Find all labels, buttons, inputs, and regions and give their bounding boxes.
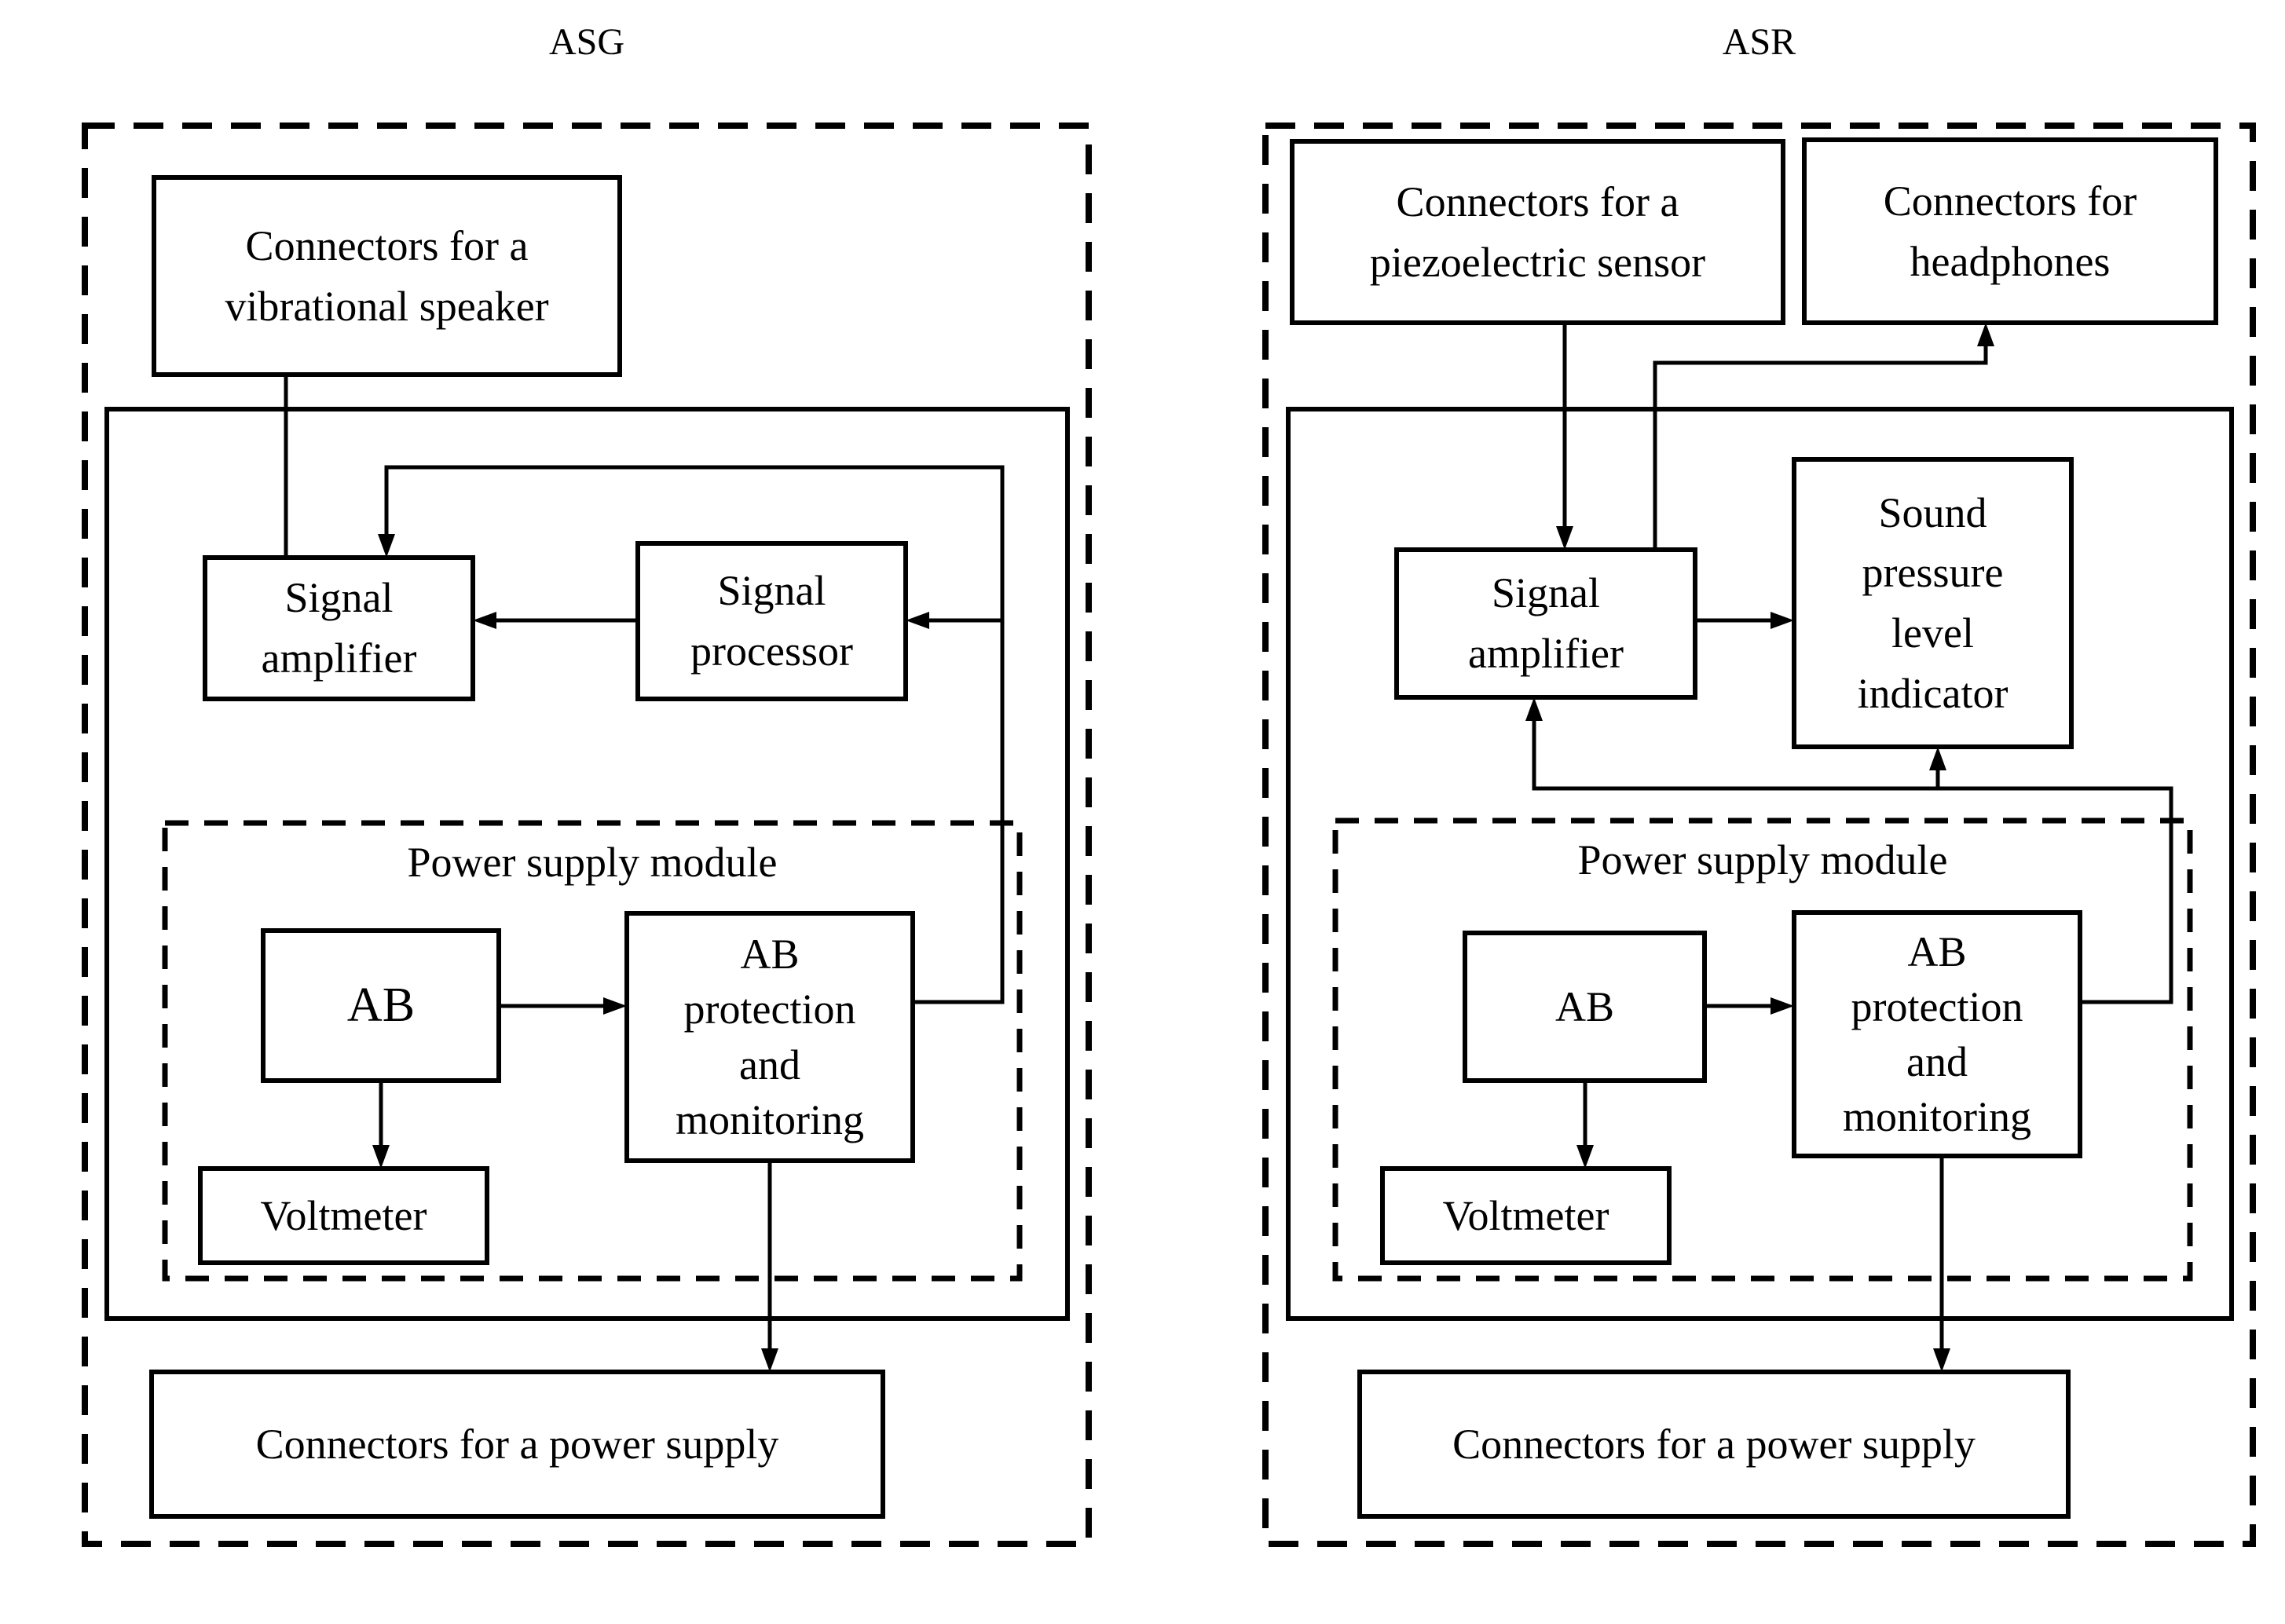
asr-into-headphones-arrowhead [1977, 323, 1994, 346]
asg-protection-into-power-connectors-arrowhead [761, 1348, 778, 1372]
asg-voltmeter-box [198, 1166, 489, 1265]
asg-battery-into-protection-arrowhead [603, 997, 627, 1015]
asr-diagram [1262, 123, 2256, 1547]
asr-power-supply-connectors-box [1357, 1370, 2071, 1519]
asr-protection-feedback-line [1532, 721, 2173, 1004]
asr-battery-into-protection-arrowhead [1771, 997, 1794, 1015]
asr-sensor-connectors-box [1290, 139, 1785, 325]
asr-feedback-into-amplifier-arrowhead [1525, 697, 1543, 721]
asg-outer-dashed-border [82, 123, 1092, 1547]
asg-battery-box [261, 928, 501, 1083]
asr-battery-into-voltmeter-arrowhead [1576, 1145, 1594, 1169]
asg-signal-amplifier-box [203, 555, 475, 701]
asr-sensor-into-amplifier-arrowhead [1556, 526, 1573, 550]
asr-amplifier-to-headphones-line [1653, 346, 1988, 550]
asr-outer-dashed-border [1262, 123, 2256, 1547]
asr-spl-indicator-box [1792, 457, 2074, 749]
asg-diagram [82, 123, 1092, 1547]
asr-signal-amplifier-box [1394, 547, 1697, 700]
asr-amplifier-into-indicator-arrowhead [1771, 612, 1794, 629]
asr-power-supply-module-dashed-border [1332, 817, 2193, 1282]
asg-power-supply-connectors-box [149, 1370, 885, 1519]
asr-battery-box [1463, 931, 1707, 1083]
asr-feedback-into-indicator-arrowhead [1929, 747, 1946, 770]
asg-signal-processor-box [635, 541, 908, 701]
asr-protection-into-power-connectors-arrowhead [1933, 1348, 1950, 1372]
asg-processor-into-amplifier-arrowhead [473, 612, 496, 629]
asg-battery-protection-box [624, 911, 915, 1163]
asr-battery-protection-box [1792, 910, 2082, 1158]
asg-inner-solid-border [104, 407, 1070, 1321]
asg-protection-feedback-line [384, 465, 1005, 1004]
asg-feedback-into-amplifier-arrowhead [378, 534, 395, 558]
asr-headphones-connectors-box [1802, 137, 2218, 325]
asg-speaker-connectors-box [152, 175, 622, 377]
asg-into-processor-arrowhead [906, 612, 929, 629]
asr-inner-solid-border [1286, 407, 2234, 1321]
asg-battery-into-voltmeter-arrowhead [372, 1145, 390, 1169]
asg-power-supply-module-dashed-border [162, 820, 1023, 1282]
asr-voltmeter-box [1380, 1166, 1672, 1265]
